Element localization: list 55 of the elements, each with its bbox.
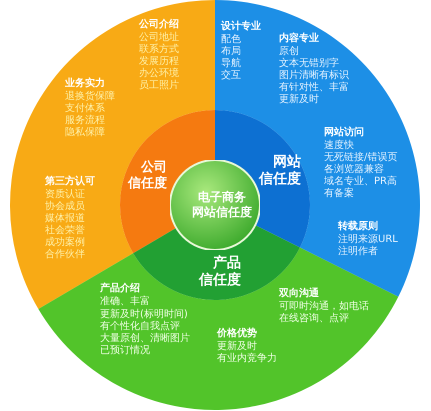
list-item: 在线咨询、点评 xyxy=(279,313,349,325)
list-item: 员工照片 xyxy=(139,80,179,92)
list-item: 资质认证 xyxy=(45,189,85,200)
list-item: 退换货保障 xyxy=(65,91,115,102)
segment-title: 电子商务网站信任度 xyxy=(192,190,253,220)
list-item: 有个性化自我点评 xyxy=(100,321,180,332)
list-item: 注明作者 xyxy=(338,246,378,258)
list-item: 配色 xyxy=(221,34,241,46)
list-item: 有备案 xyxy=(324,188,354,200)
list-item: 隐私保障 xyxy=(65,127,105,139)
section-heading: 双向沟通 xyxy=(279,288,319,300)
list-item: 有针对性、丰富 xyxy=(279,82,349,94)
list-item: 更新及时 xyxy=(217,341,257,352)
list-item: 有业内竞争力 xyxy=(217,353,277,365)
section-heading: 业务实力 xyxy=(65,78,105,90)
list-item: 域名专业、PR高 xyxy=(324,176,397,188)
section-heading: 内容专业 xyxy=(279,33,319,45)
list-item: 可即时沟通，如电话 xyxy=(279,301,369,312)
list-item: 大量原创、清晰图片 xyxy=(100,333,190,344)
list-item: 媒体报道 xyxy=(45,213,85,224)
list-item: 导航 xyxy=(221,58,241,70)
section-heading: 转载原则 xyxy=(338,221,378,233)
list-item: 更新及时 xyxy=(279,94,319,106)
list-item: 更新及时(标明时间) xyxy=(100,309,188,320)
section-heading: 网站访问 xyxy=(324,127,364,139)
list-item: 准确、丰富 xyxy=(100,296,150,308)
section-heading: 产品介绍 xyxy=(100,283,140,295)
list-item: 办公环境 xyxy=(139,68,179,80)
list-item: 公司地址 xyxy=(139,32,179,44)
list-item: 协会成员 xyxy=(45,201,85,212)
section-heading: 价格优势 xyxy=(217,328,257,340)
list-item: 速度快 xyxy=(324,140,354,152)
list-item: 交互 xyxy=(221,70,241,82)
list-item: 成功案例 xyxy=(45,237,85,249)
list-item: 各浏览器兼容 xyxy=(324,164,384,176)
section-heading: 公司介绍 xyxy=(139,19,179,31)
list-item: 注明来源URL xyxy=(338,234,398,246)
list-item: 图片清晰有标识 xyxy=(279,70,349,82)
list-item: 服务流程 xyxy=(65,115,105,126)
section-heading: 第三方认可 xyxy=(45,176,95,188)
list-item: 支付体系 xyxy=(65,103,105,114)
list-item: 发展历程 xyxy=(139,56,179,68)
section-heading: 设计专业 xyxy=(221,21,261,33)
list-item: 原创 xyxy=(279,46,299,58)
segment-title: 公司信任度 xyxy=(128,160,168,192)
list-item: 无死链接/错误页 xyxy=(324,152,398,164)
ring-segment xyxy=(38,247,399,410)
list-item: 合作伙伴 xyxy=(45,249,85,261)
list-item: 已预订情况 xyxy=(100,345,150,357)
list-item: 社会荣誉 xyxy=(45,225,85,236)
list-item: 联系方式 xyxy=(139,44,179,56)
segment-title: 产品信任度 xyxy=(199,255,242,289)
segment-title: 网站信任度 xyxy=(259,154,302,188)
list-item: 文本无错别字 xyxy=(279,58,339,70)
list-item: 布局 xyxy=(221,46,241,58)
